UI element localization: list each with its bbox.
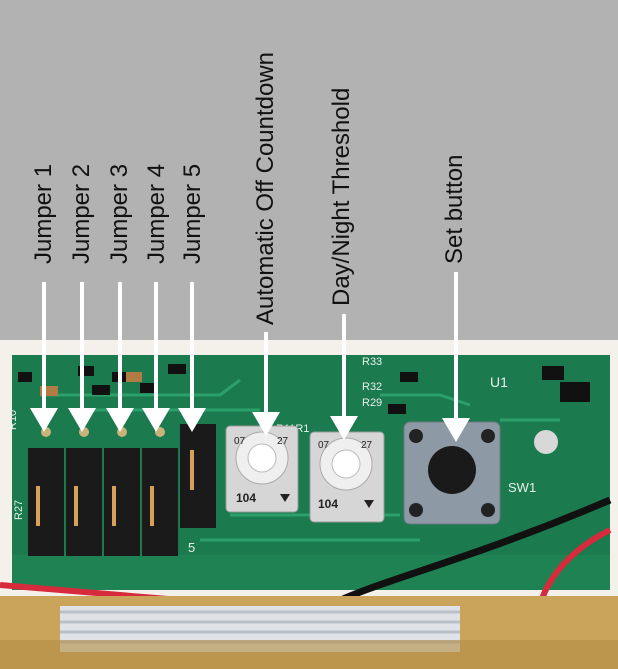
label-jumper-4: Jumper 4 (143, 163, 170, 264)
label-day-night: Day/Night Threshold (328, 87, 355, 306)
annotation-arrows (30, 272, 470, 442)
arrow-jumper-3 (106, 282, 134, 432)
silk-r32: R32 (362, 381, 382, 393)
label-set-button: Set button (441, 154, 468, 264)
red-wire (537, 527, 612, 606)
arrow-jumper-2 (68, 282, 96, 432)
label-auto-off: Automatic Off Countdown (252, 51, 279, 325)
jumper-4-header (142, 427, 178, 556)
gray-background (0, 0, 618, 345)
pot-auto-off: 07 27 104 (225, 425, 299, 513)
label-jumper-5: Jumper 5 (179, 163, 206, 264)
pot2-27: 27 (361, 440, 373, 451)
silk-r27: R27 (13, 500, 25, 520)
jumper-3-header (104, 427, 140, 556)
label-jumper-3: Jumper 3 (106, 163, 133, 264)
pot-day-night: 07 27 104 (309, 431, 385, 523)
pot1-104: 104 (236, 491, 256, 505)
pot2-07: 07 (318, 440, 330, 451)
set-switch (403, 421, 558, 525)
silk-r10: R10 (7, 410, 19, 430)
silk-u1: U1 (490, 374, 508, 390)
jumper-2-header (66, 427, 102, 556)
label-jumper-1: Jumper 1 (30, 163, 57, 264)
capacitors (40, 372, 142, 396)
smd-components (18, 364, 590, 414)
arrow-jumper-1 (30, 282, 58, 432)
pot1-27: 27 (277, 436, 289, 447)
silk-sw1: SW1 (508, 480, 536, 495)
jumper-headers (28, 424, 216, 556)
silk-jumper5-num: 5 (188, 540, 195, 555)
arrow-jumper-4 (142, 282, 170, 432)
arrow-set-button (442, 272, 470, 442)
arrow-jumper-5 (178, 282, 206, 432)
label-jumper-2: Jumper 2 (68, 163, 95, 264)
jumper-5-header (180, 424, 216, 528)
arrow-day-night (330, 314, 358, 440)
pot2-104: 104 (318, 497, 338, 511)
silk-r29: R29 (362, 397, 382, 409)
black-wire (328, 496, 612, 609)
silk-r33: R33 (362, 356, 382, 368)
pot1-07: 07 (234, 436, 246, 447)
arrow-auto-off (252, 332, 280, 436)
